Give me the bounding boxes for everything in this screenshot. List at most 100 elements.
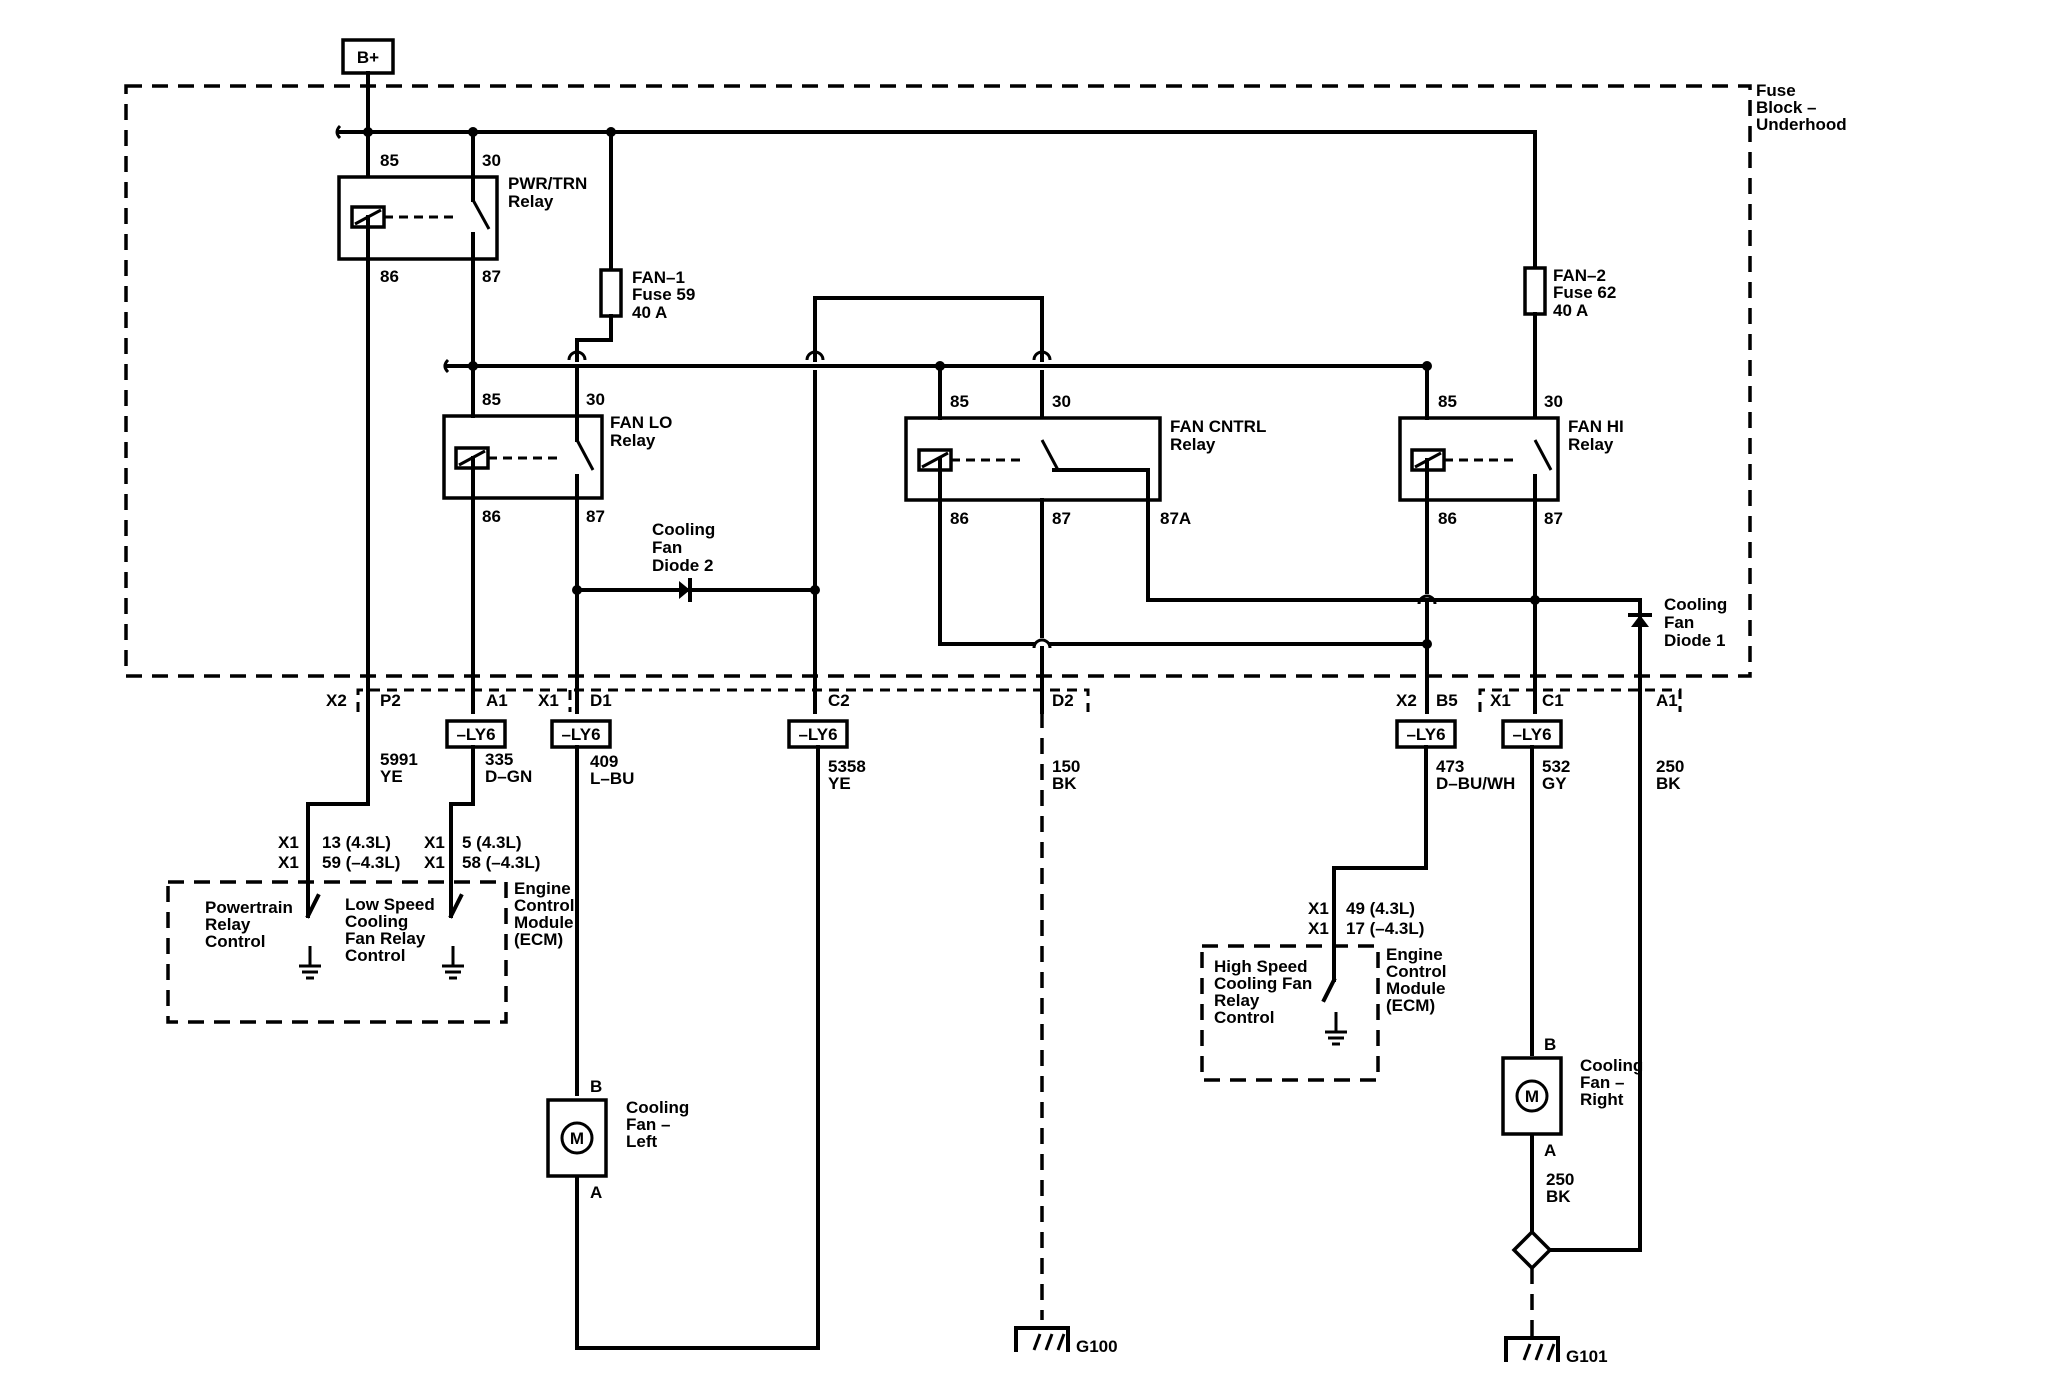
svg-text:B: B: [1544, 1035, 1556, 1054]
svg-text:250: 250: [1656, 757, 1684, 776]
svg-text:FAN–2: FAN–2: [1553, 266, 1606, 285]
svg-text:Relay: Relay: [508, 192, 554, 211]
svg-text:49 (4.3L): 49 (4.3L): [1346, 899, 1415, 918]
option-tag-c1: –LY6: [1501, 719, 1563, 749]
svg-text:85: 85: [482, 390, 501, 409]
svg-text:YE: YE: [380, 767, 403, 786]
svg-text:X1: X1: [538, 691, 559, 710]
svg-text:YE: YE: [828, 774, 851, 793]
ground-icon: [442, 946, 464, 980]
svg-text:X2: X2: [326, 691, 347, 710]
svg-text:85: 85: [950, 392, 969, 411]
svg-text:BK: BK: [1546, 1187, 1571, 1206]
svg-text:30: 30: [1544, 392, 1563, 411]
svg-text:–LY6: –LY6: [1406, 725, 1445, 744]
svg-text:(ECM): (ECM): [1386, 996, 1435, 1015]
svg-text:X1: X1: [424, 853, 445, 872]
svg-text:C2: C2: [828, 691, 850, 710]
svg-text:150: 150: [1052, 757, 1080, 776]
svg-text:Control: Control: [205, 932, 265, 951]
svg-text:30: 30: [586, 390, 605, 409]
svg-text:A1: A1: [486, 691, 508, 710]
pwr-trn-relay: 85 30 86 87 PWR/TRN Relay: [337, 130, 587, 286]
svg-text:86: 86: [380, 267, 399, 286]
svg-text:59 (–4.3L): 59 (–4.3L): [322, 853, 400, 872]
fan2-fuse: FAN–2 Fuse 62 40 A: [1523, 130, 1616, 420]
svg-text:Relay: Relay: [205, 915, 251, 934]
svg-text:BK: BK: [1656, 774, 1681, 793]
cooling-fan-left-motor: M B A Cooling Fan – Left: [546, 1077, 689, 1202]
svg-text:Cooling: Cooling: [652, 520, 715, 539]
svg-text:G100: G100: [1076, 1337, 1118, 1356]
svg-text:Cooling: Cooling: [1580, 1056, 1643, 1075]
svg-text:P2: P2: [380, 691, 401, 710]
svg-text:30: 30: [1052, 392, 1071, 411]
connector-strip-left: X2 P2 A1 X1 D1 C2 D2: [326, 688, 1090, 712]
svg-text:X1: X1: [1308, 899, 1329, 918]
ground-g101: G101: [1504, 1336, 1608, 1366]
svg-text:13 (4.3L): 13 (4.3L): [322, 833, 391, 852]
svg-text:FAN HI: FAN HI: [1568, 417, 1624, 436]
svg-text:X1: X1: [278, 853, 299, 872]
svg-text:Cooling: Cooling: [626, 1098, 689, 1117]
svg-text:–LY6: –LY6: [561, 725, 600, 744]
svg-text:Cooling: Cooling: [1664, 595, 1727, 614]
svg-text:M: M: [570, 1129, 584, 1148]
svg-text:40 A: 40 A: [632, 303, 667, 322]
svg-text:Fan –: Fan –: [626, 1115, 670, 1134]
svg-text:(ECM): (ECM): [514, 930, 563, 949]
svg-text:M: M: [1525, 1087, 1539, 1106]
svg-text:409: 409: [590, 752, 618, 771]
svg-text:C1: C1: [1542, 691, 1564, 710]
svg-text:Cooling: Cooling: [345, 912, 408, 931]
svg-text:D1: D1: [590, 691, 612, 710]
cooling-fan-diode-1: Cooling Fan Diode 1: [1628, 595, 1727, 714]
option-tag-d1: –LY6: [550, 719, 612, 749]
svg-text:87: 87: [482, 267, 501, 286]
svg-text:Relay: Relay: [1170, 435, 1216, 454]
ecm-right: X1 49 (4.3L) X1 17 (–4.3L) High Speed Co…: [1200, 899, 1446, 1082]
svg-text:532: 532: [1542, 757, 1570, 776]
svg-text:Powertrain: Powertrain: [205, 898, 293, 917]
svg-text:FAN LO: FAN LO: [610, 413, 672, 432]
fan-lo-relay: 85 30 86 87 FAN LO Relay: [442, 366, 672, 526]
svg-text:473: 473: [1436, 757, 1464, 776]
svg-text:A: A: [590, 1183, 602, 1202]
splice-icon: [1511, 1229, 1553, 1271]
svg-text:PWR/TRN: PWR/TRN: [508, 174, 587, 193]
svg-text:87A: 87A: [1160, 509, 1191, 528]
svg-text:Relay: Relay: [610, 431, 656, 450]
svg-text:–LY6: –LY6: [1512, 725, 1551, 744]
svg-text:Fan –: Fan –: [1580, 1073, 1624, 1092]
svg-text:5358: 5358: [828, 757, 866, 776]
svg-text:Block –: Block –: [1756, 98, 1816, 117]
svg-text:FAN CNTRL: FAN CNTRL: [1170, 417, 1266, 436]
ground-icon: [299, 946, 321, 980]
svg-text:Engine: Engine: [1386, 945, 1443, 964]
svg-text:Module: Module: [1386, 979, 1446, 998]
svg-text:Relay: Relay: [1568, 435, 1614, 454]
svg-text:D–BU/WH: D–BU/WH: [1436, 774, 1515, 793]
battery-terminal: B+: [341, 38, 395, 75]
svg-text:Cooling Fan: Cooling Fan: [1214, 974, 1312, 993]
svg-text:X2: X2: [1396, 691, 1417, 710]
svg-text:5991: 5991: [380, 750, 418, 769]
fan1-fuse: FAN–1 Fuse 59 40 A: [567, 130, 695, 362]
svg-text:Diode 2: Diode 2: [652, 556, 713, 575]
svg-text:Fuse: Fuse: [1756, 81, 1796, 100]
svg-text:Fuse 62: Fuse 62: [1553, 283, 1616, 302]
svg-text:A1: A1: [1656, 691, 1678, 710]
connector-strip-right: X2 B5 X1 C1 A1: [1396, 688, 1682, 712]
svg-text:X1: X1: [1308, 919, 1329, 938]
svg-text:Control: Control: [1214, 1008, 1274, 1027]
option-tag-a1: –LY6: [445, 719, 507, 749]
svg-text:GY: GY: [1542, 774, 1567, 793]
svg-text:A: A: [1544, 1141, 1556, 1160]
svg-text:–LY6: –LY6: [798, 725, 837, 744]
cooling-fan-diode-2: Cooling Fan Diode 2: [575, 520, 817, 602]
svg-text:X1: X1: [1490, 691, 1511, 710]
svg-text:BK: BK: [1052, 774, 1077, 793]
svg-text:Control: Control: [345, 946, 405, 965]
svg-text:30: 30: [482, 151, 501, 170]
